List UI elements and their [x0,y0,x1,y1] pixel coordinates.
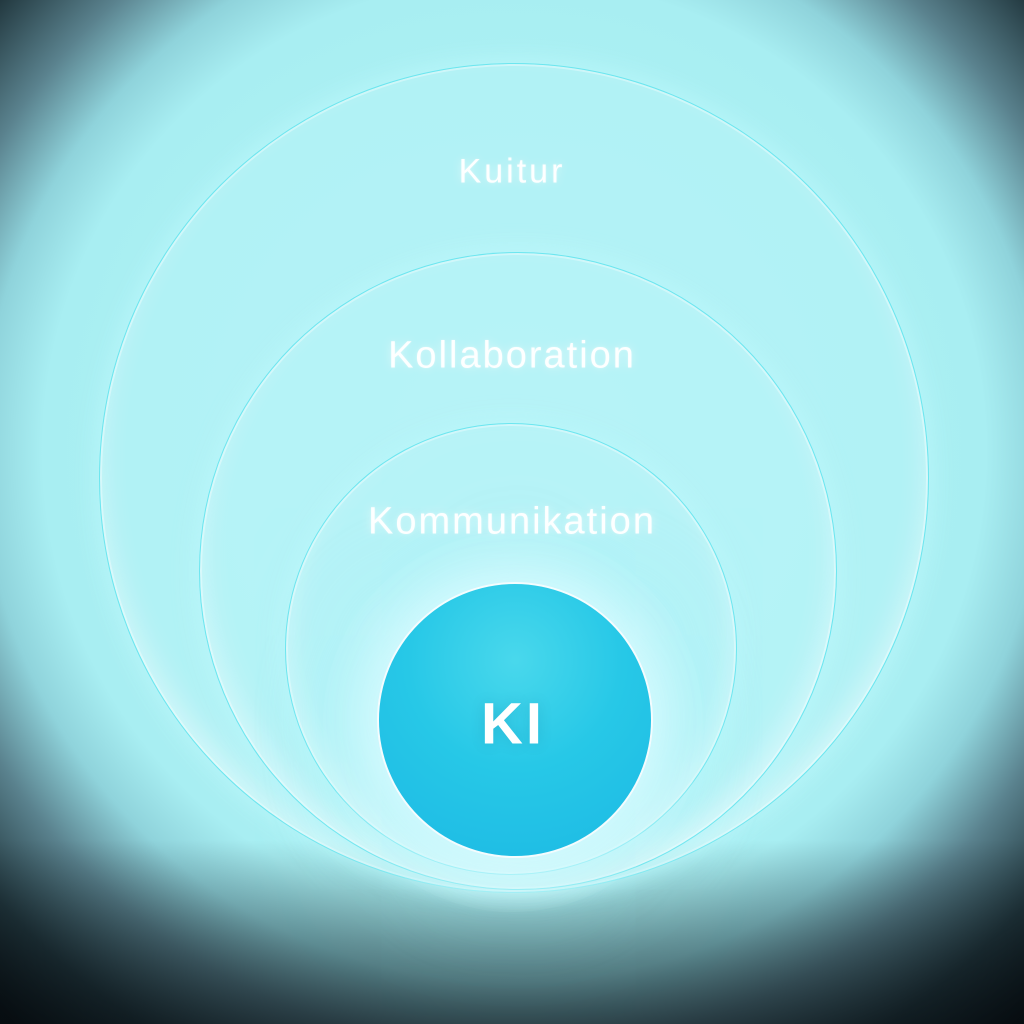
ring-label-kultur: Kuitur [458,152,566,191]
ring-label-kollaboration: Kollaboration [388,334,636,377]
ring-label-ki: KI [481,691,545,757]
ring-label-kommunikation: Kommunikation [368,500,656,543]
circle-ki [377,582,653,858]
